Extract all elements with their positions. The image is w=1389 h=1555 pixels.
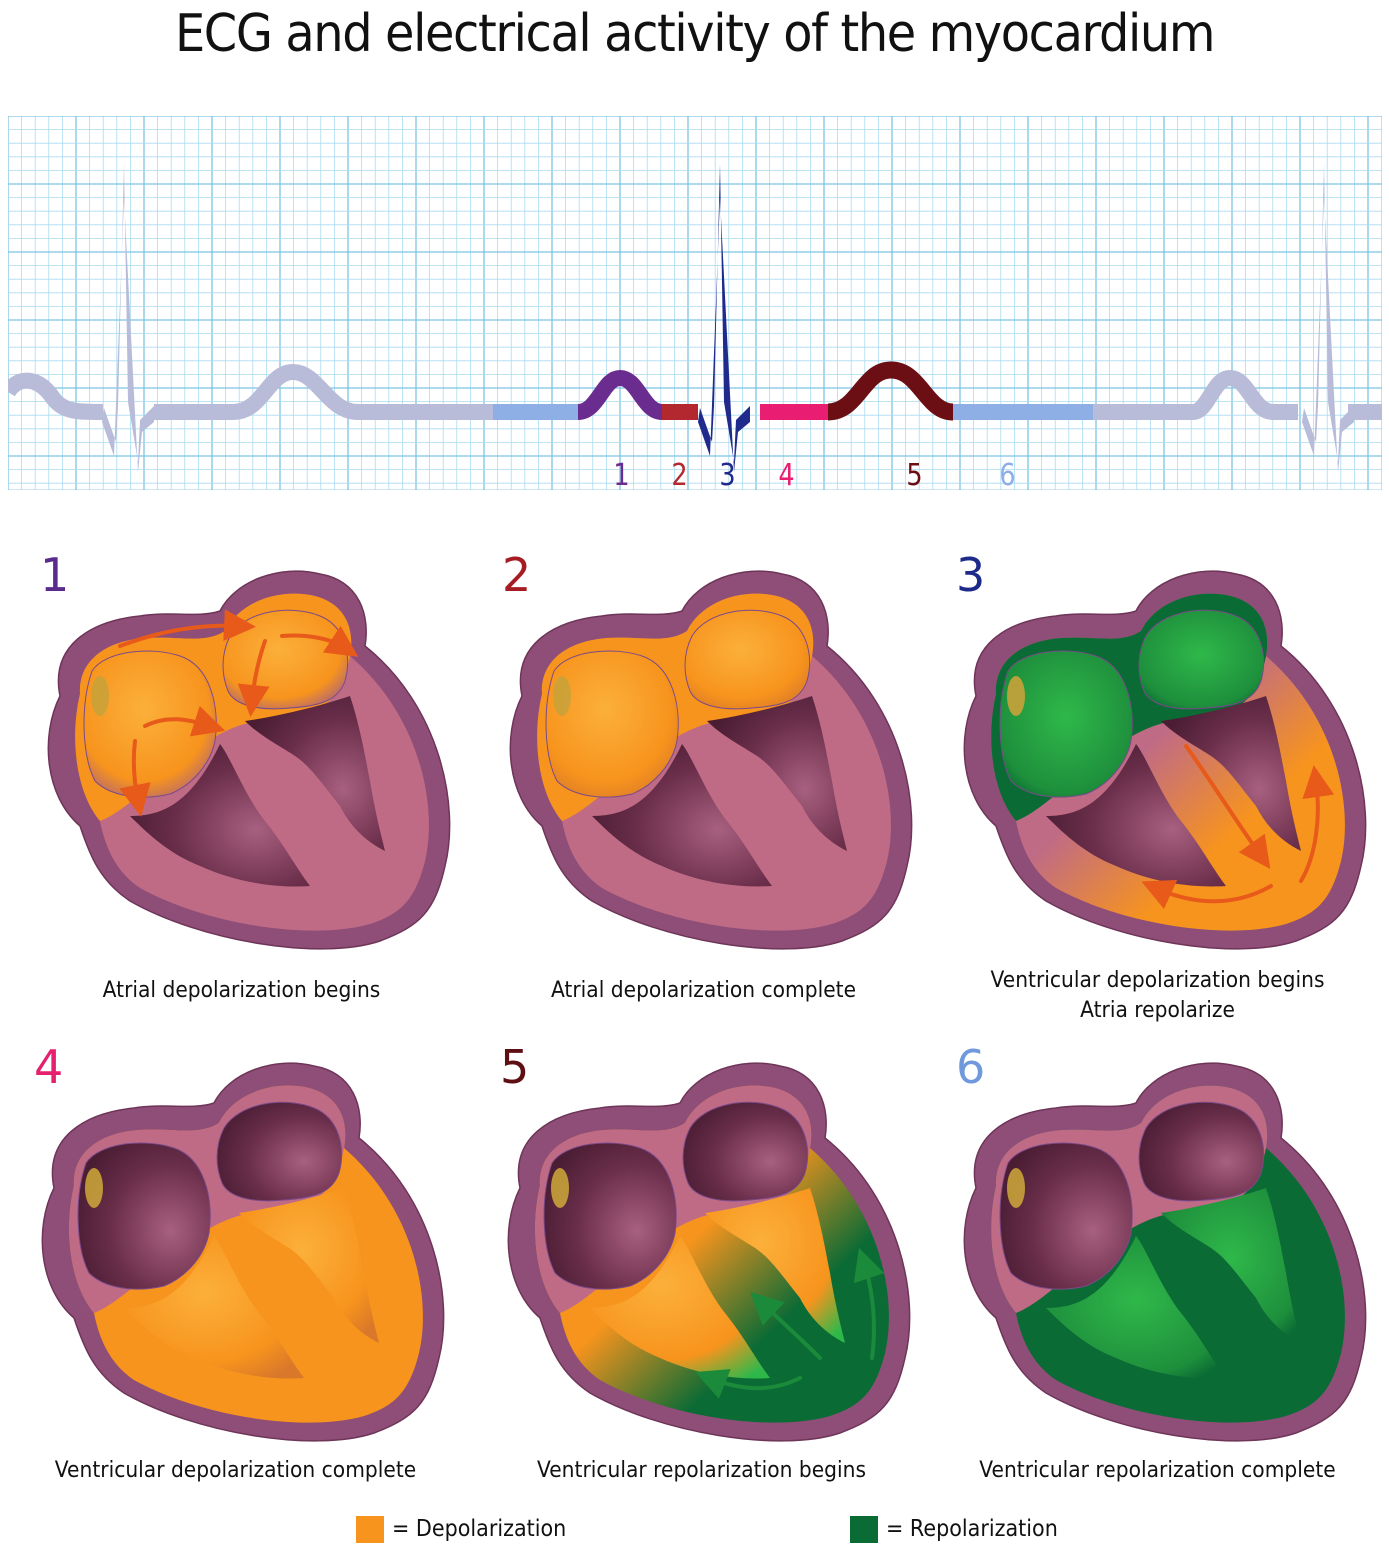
heart-diagram-4: [41, 1062, 445, 1442]
panel-caption: Ventricular depolarization begins Atria …: [990, 968, 1325, 1023]
ecg-trace-chart: [8, 116, 1382, 490]
heart-diagram-5: [507, 1062, 911, 1442]
panel-number: 6: [956, 1040, 986, 1094]
panel-caption: Atrial depolarization begins: [102, 978, 381, 1003]
heart-diagram-2: [509, 570, 913, 950]
panel-number: 4: [34, 1040, 64, 1094]
ecg-label-1: 1: [613, 458, 630, 493]
ecg-label-2: 2: [671, 458, 688, 493]
panel-caption: Ventricular depolarization complete: [54, 1458, 417, 1483]
ecg-label-6: 6: [999, 458, 1016, 493]
page-title: ECG and electrical activity of the myoca…: [174, 4, 1215, 64]
legend-repolarization: = Repolarization: [850, 1514, 1077, 1544]
sa-node-icon: [1007, 676, 1025, 716]
legend-depolarization: = Depolarization: [356, 1514, 586, 1544]
heart-diagram-6: [963, 1062, 1367, 1442]
heart-panel-2: 2 Atrial depolarization complete: [472, 548, 935, 1028]
sa-node-icon: [85, 1168, 103, 1208]
sa-node-icon: [91, 676, 109, 716]
heart-panel-1: 1 Atrial depolarization begins: [10, 548, 473, 1028]
heart-panel-6: 6 Ventricular repolarization complete: [926, 1040, 1389, 1520]
panel-caption: Atrial depolarization complete: [550, 978, 857, 1003]
depolarization-swatch: [356, 1515, 384, 1543]
sa-node-icon: [1007, 1168, 1025, 1208]
heart-panel-4: 4 Ventricular depolarization complete: [4, 1040, 467, 1520]
panel-number: 2: [502, 548, 532, 602]
heart-panel-3: 3 Ventricular depolarization begins Atri…: [926, 548, 1389, 1028]
panel-caption: Ventricular repolarization begins: [536, 1458, 867, 1483]
ecg-label-5: 5: [906, 458, 923, 493]
panel-number: 5: [500, 1040, 530, 1094]
sa-node-icon: [553, 676, 571, 716]
panel-caption: Ventricular repolarization complete: [979, 1458, 1336, 1483]
panel-number: 1: [40, 548, 70, 602]
ecg-label-3: 3: [719, 458, 736, 493]
ecg-strip: [8, 116, 1382, 490]
heart-panel-5: 5 Ventricular repolarization begins: [470, 1040, 933, 1520]
heart-diagram-3: [963, 570, 1367, 950]
heart-diagram-1: [47, 570, 451, 950]
panel-number: 3: [956, 548, 986, 602]
sa-node-icon: [551, 1168, 569, 1208]
repolarization-swatch: [850, 1515, 878, 1543]
ecg-label-4: 4: [778, 458, 795, 493]
